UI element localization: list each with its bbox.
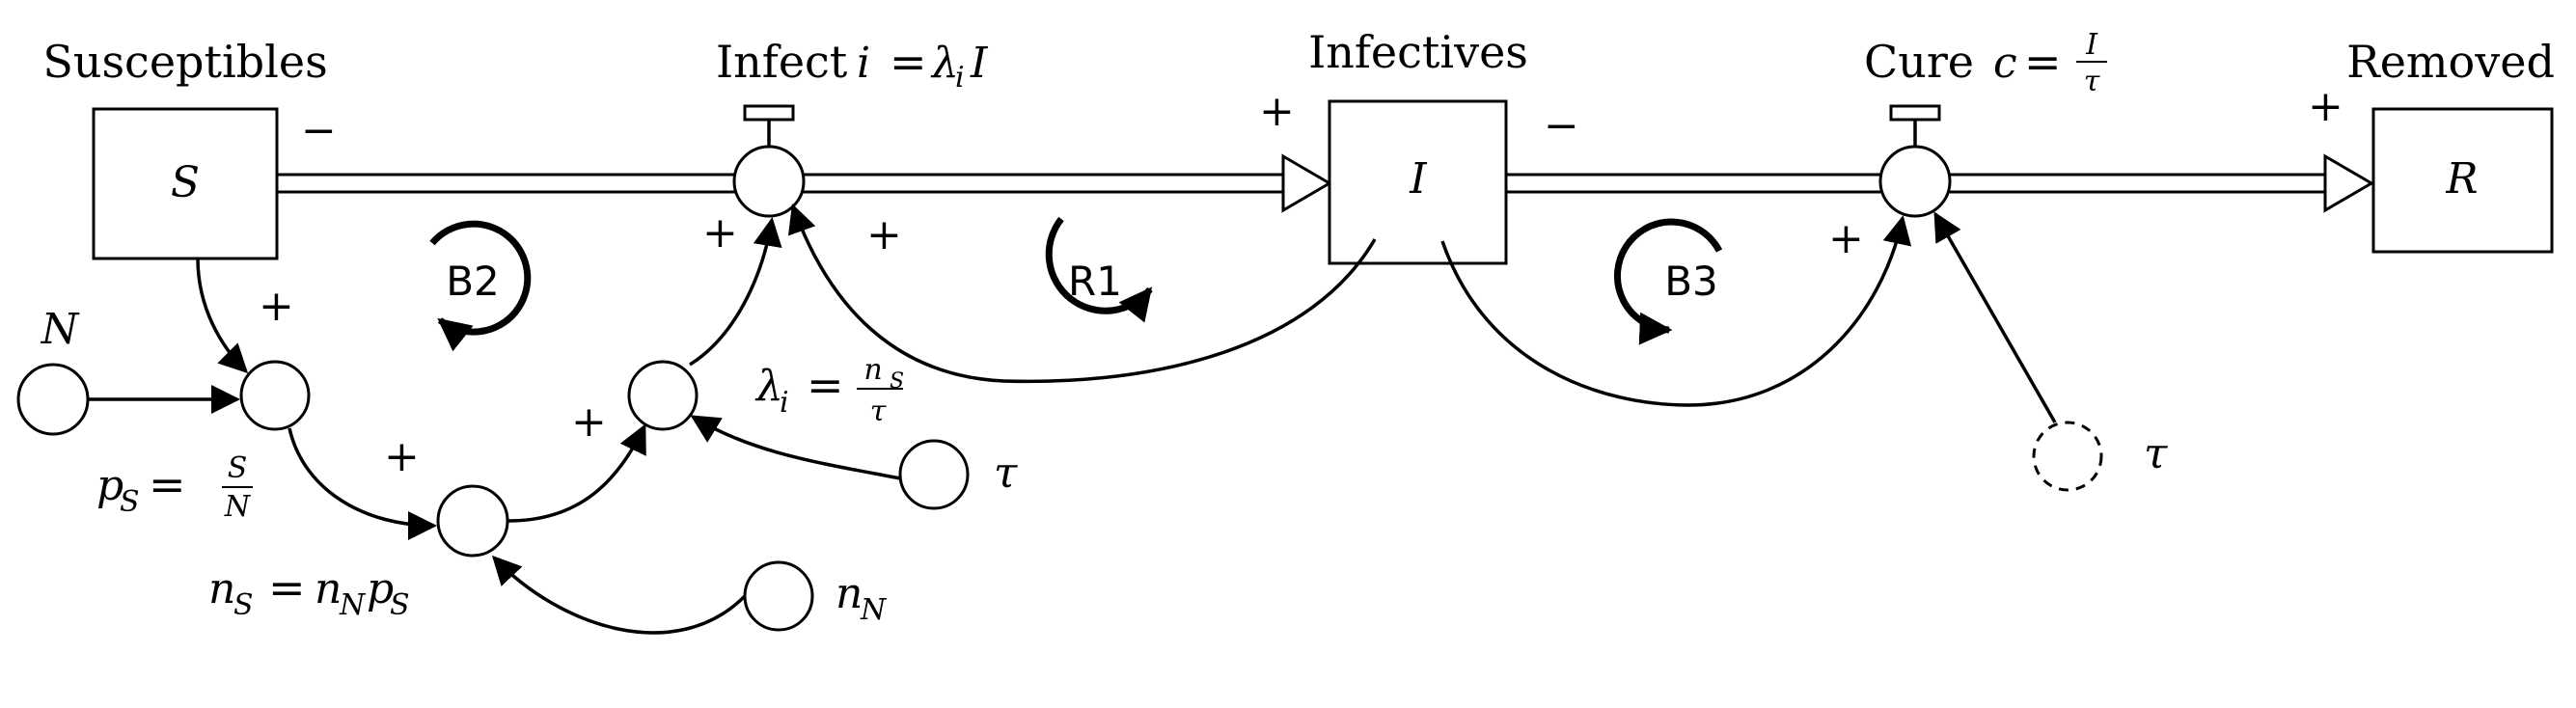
link-I-to-infect	[788, 204, 1377, 384]
link-tau-to-lambda	[690, 415, 901, 480]
flow-cure-title: Cure	[1864, 36, 1974, 88]
pipe-arrowhead-to-removed	[2323, 153, 2374, 213]
sign-plus-I-cure-link: +	[1828, 214, 1864, 263]
aux-N	[16, 363, 90, 436]
svg-text:n: n	[863, 353, 882, 387]
stock-infectives-title: Infectives	[1308, 26, 1528, 78]
svg-text:=: =	[890, 36, 927, 88]
stock-susceptibles	[92, 107, 279, 260]
svg-text:N: N	[224, 490, 252, 524]
link-I-to-cure	[1440, 215, 1912, 407]
svg-text:p: p	[96, 461, 123, 510]
loop-b3: B3	[1613, 218, 1723, 345]
link-nN-to-nS	[491, 555, 747, 635]
sign-plus-inflow-R: +	[2308, 82, 2343, 131]
sign-plus-nS-link: +	[571, 397, 607, 447]
svg-text:N: N	[339, 588, 367, 622]
svg-text:I: I	[970, 39, 989, 88]
svg-text:i: i	[857, 39, 870, 88]
stock-susceptibles-title: Susceptibles	[42, 36, 327, 88]
eq-lambda: λ i = n S τ	[754, 353, 904, 428]
svg-text:=: =	[2024, 36, 2062, 88]
sign-plus-lambda-link: +	[702, 208, 738, 258]
svg-text:λ: λ	[930, 39, 959, 88]
flow-infect-title: Infect	[716, 36, 848, 88]
svg-text:i: i	[955, 61, 965, 95]
link-pS-to-nS	[288, 427, 437, 540]
aux-pS	[239, 360, 311, 431]
svg-text:B3: B3	[1664, 258, 1718, 305]
svg-text:τ: τ	[2084, 65, 2100, 98]
svg-text:S: S	[890, 369, 904, 394]
link-tau-to-cure	[1933, 211, 2057, 423]
aux-tau-shadow-label: τ	[2144, 429, 2168, 478]
svg-text:=: =	[149, 458, 186, 510]
sign-plus-inflow-I: +	[1259, 87, 1295, 136]
sign-plus-pS-link: +	[384, 432, 420, 481]
aux-N-label: N	[41, 305, 80, 354]
valve-cure	[1878, 104, 1952, 218]
svg-text:S: S	[228, 451, 248, 485]
svg-text:n: n	[208, 564, 235, 613]
stock-susceptibles-symbol: S	[171, 158, 200, 207]
svg-text:n: n	[836, 569, 863, 618]
loop-r1: R1	[1045, 216, 1153, 323]
sign-plus-S-link: +	[259, 282, 294, 331]
aux-tau	[898, 439, 970, 510]
svg-text:=: =	[807, 359, 844, 411]
eq-nS: n S = n N p S	[208, 561, 410, 622]
svg-text:S: S	[390, 588, 410, 622]
aux-nN-label: n N	[836, 569, 888, 627]
svg-text:S: S	[120, 485, 140, 519]
svg-text:=: =	[268, 561, 306, 613]
loop-b2: B2	[429, 220, 532, 352]
pipe-arrowhead-to-infectives	[1281, 153, 1332, 213]
svg-text:p: p	[367, 564, 394, 613]
svg-text:i: i	[780, 386, 789, 420]
svg-text:N: N	[860, 593, 888, 627]
stock-removed-title: Removed	[2346, 36, 2555, 88]
flow-cure-equation: c = I τ	[1993, 28, 2107, 98]
valve-infect	[732, 104, 806, 218]
svg-text:S: S	[233, 588, 254, 622]
aux-nN	[743, 560, 814, 632]
sign-plus-I-infect-link: +	[866, 210, 902, 259]
svg-text:c: c	[1993, 39, 2017, 88]
stock-infectives-symbol: I	[1409, 154, 1428, 204]
svg-text:R1: R1	[1068, 258, 1122, 305]
sign-minus-outflow-I: −	[1544, 101, 1579, 150]
aux-lambda	[627, 360, 699, 431]
svg-text:B2: B2	[446, 258, 500, 305]
aux-tau-shadow	[2032, 421, 2103, 492]
link-nS-to-lambda	[507, 423, 646, 523]
svg-text:τ: τ	[870, 395, 887, 428]
stock-infectives	[1328, 99, 1508, 265]
eq-pS: p S = S N	[96, 451, 253, 524]
aux-tau-label: τ	[994, 449, 1018, 498]
link-lambda-to-infect	[689, 217, 782, 367]
svg-text:λ: λ	[754, 362, 783, 411]
link-S-to-pS	[196, 258, 249, 374]
stock-removed-symbol: R	[2445, 154, 2478, 204]
stock-removed	[2371, 107, 2554, 254]
svg-text:n: n	[315, 564, 342, 613]
flow-infect-equation: i = λ i I	[857, 36, 989, 95]
aux-nS	[436, 484, 509, 558]
sign-minus-outflow-S: −	[301, 106, 337, 155]
svg-text:I: I	[2085, 28, 2098, 62]
